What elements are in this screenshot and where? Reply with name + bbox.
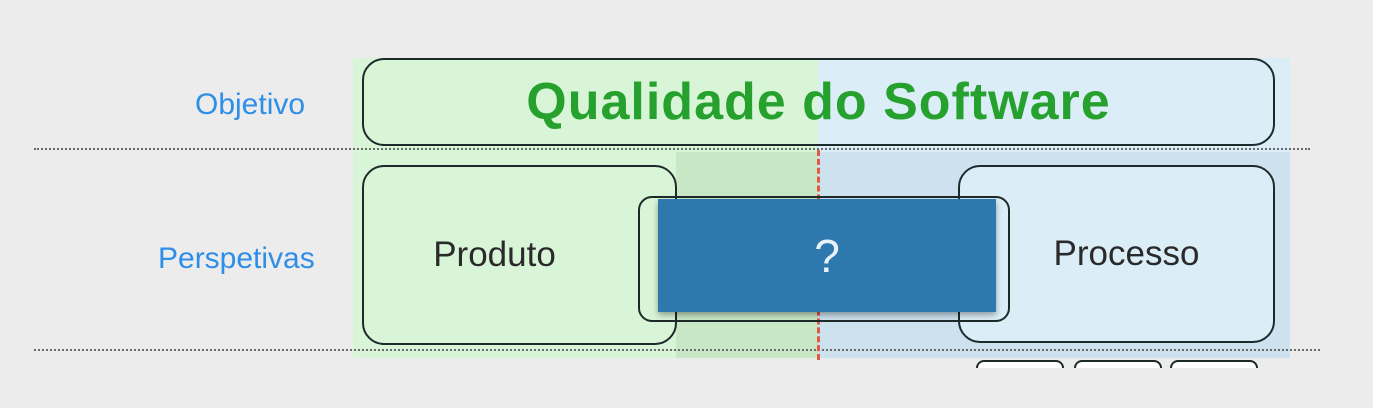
- process-label: Processo: [1053, 234, 1200, 273]
- question-card: ?: [658, 199, 996, 312]
- partial-box: [1170, 360, 1258, 368]
- diagram-title: Qualidade do Software: [526, 73, 1111, 131]
- product-label: Produto: [433, 235, 556, 274]
- product-box: Produto: [362, 165, 677, 345]
- title-box: Qualidade do Software: [362, 58, 1275, 146]
- row-separator-bottom: [34, 349, 1320, 351]
- partial-box: [1074, 360, 1162, 368]
- question-mark: ?: [814, 229, 840, 282]
- row-label-perspetivas: Perspetivas: [158, 242, 315, 275]
- middle-box-outline: [638, 196, 1010, 322]
- row-label-objetivo: Objetivo: [195, 88, 306, 121]
- row-separator-top: [34, 148, 1310, 150]
- process-box: Processo: [958, 165, 1275, 343]
- partial-box: [976, 360, 1064, 368]
